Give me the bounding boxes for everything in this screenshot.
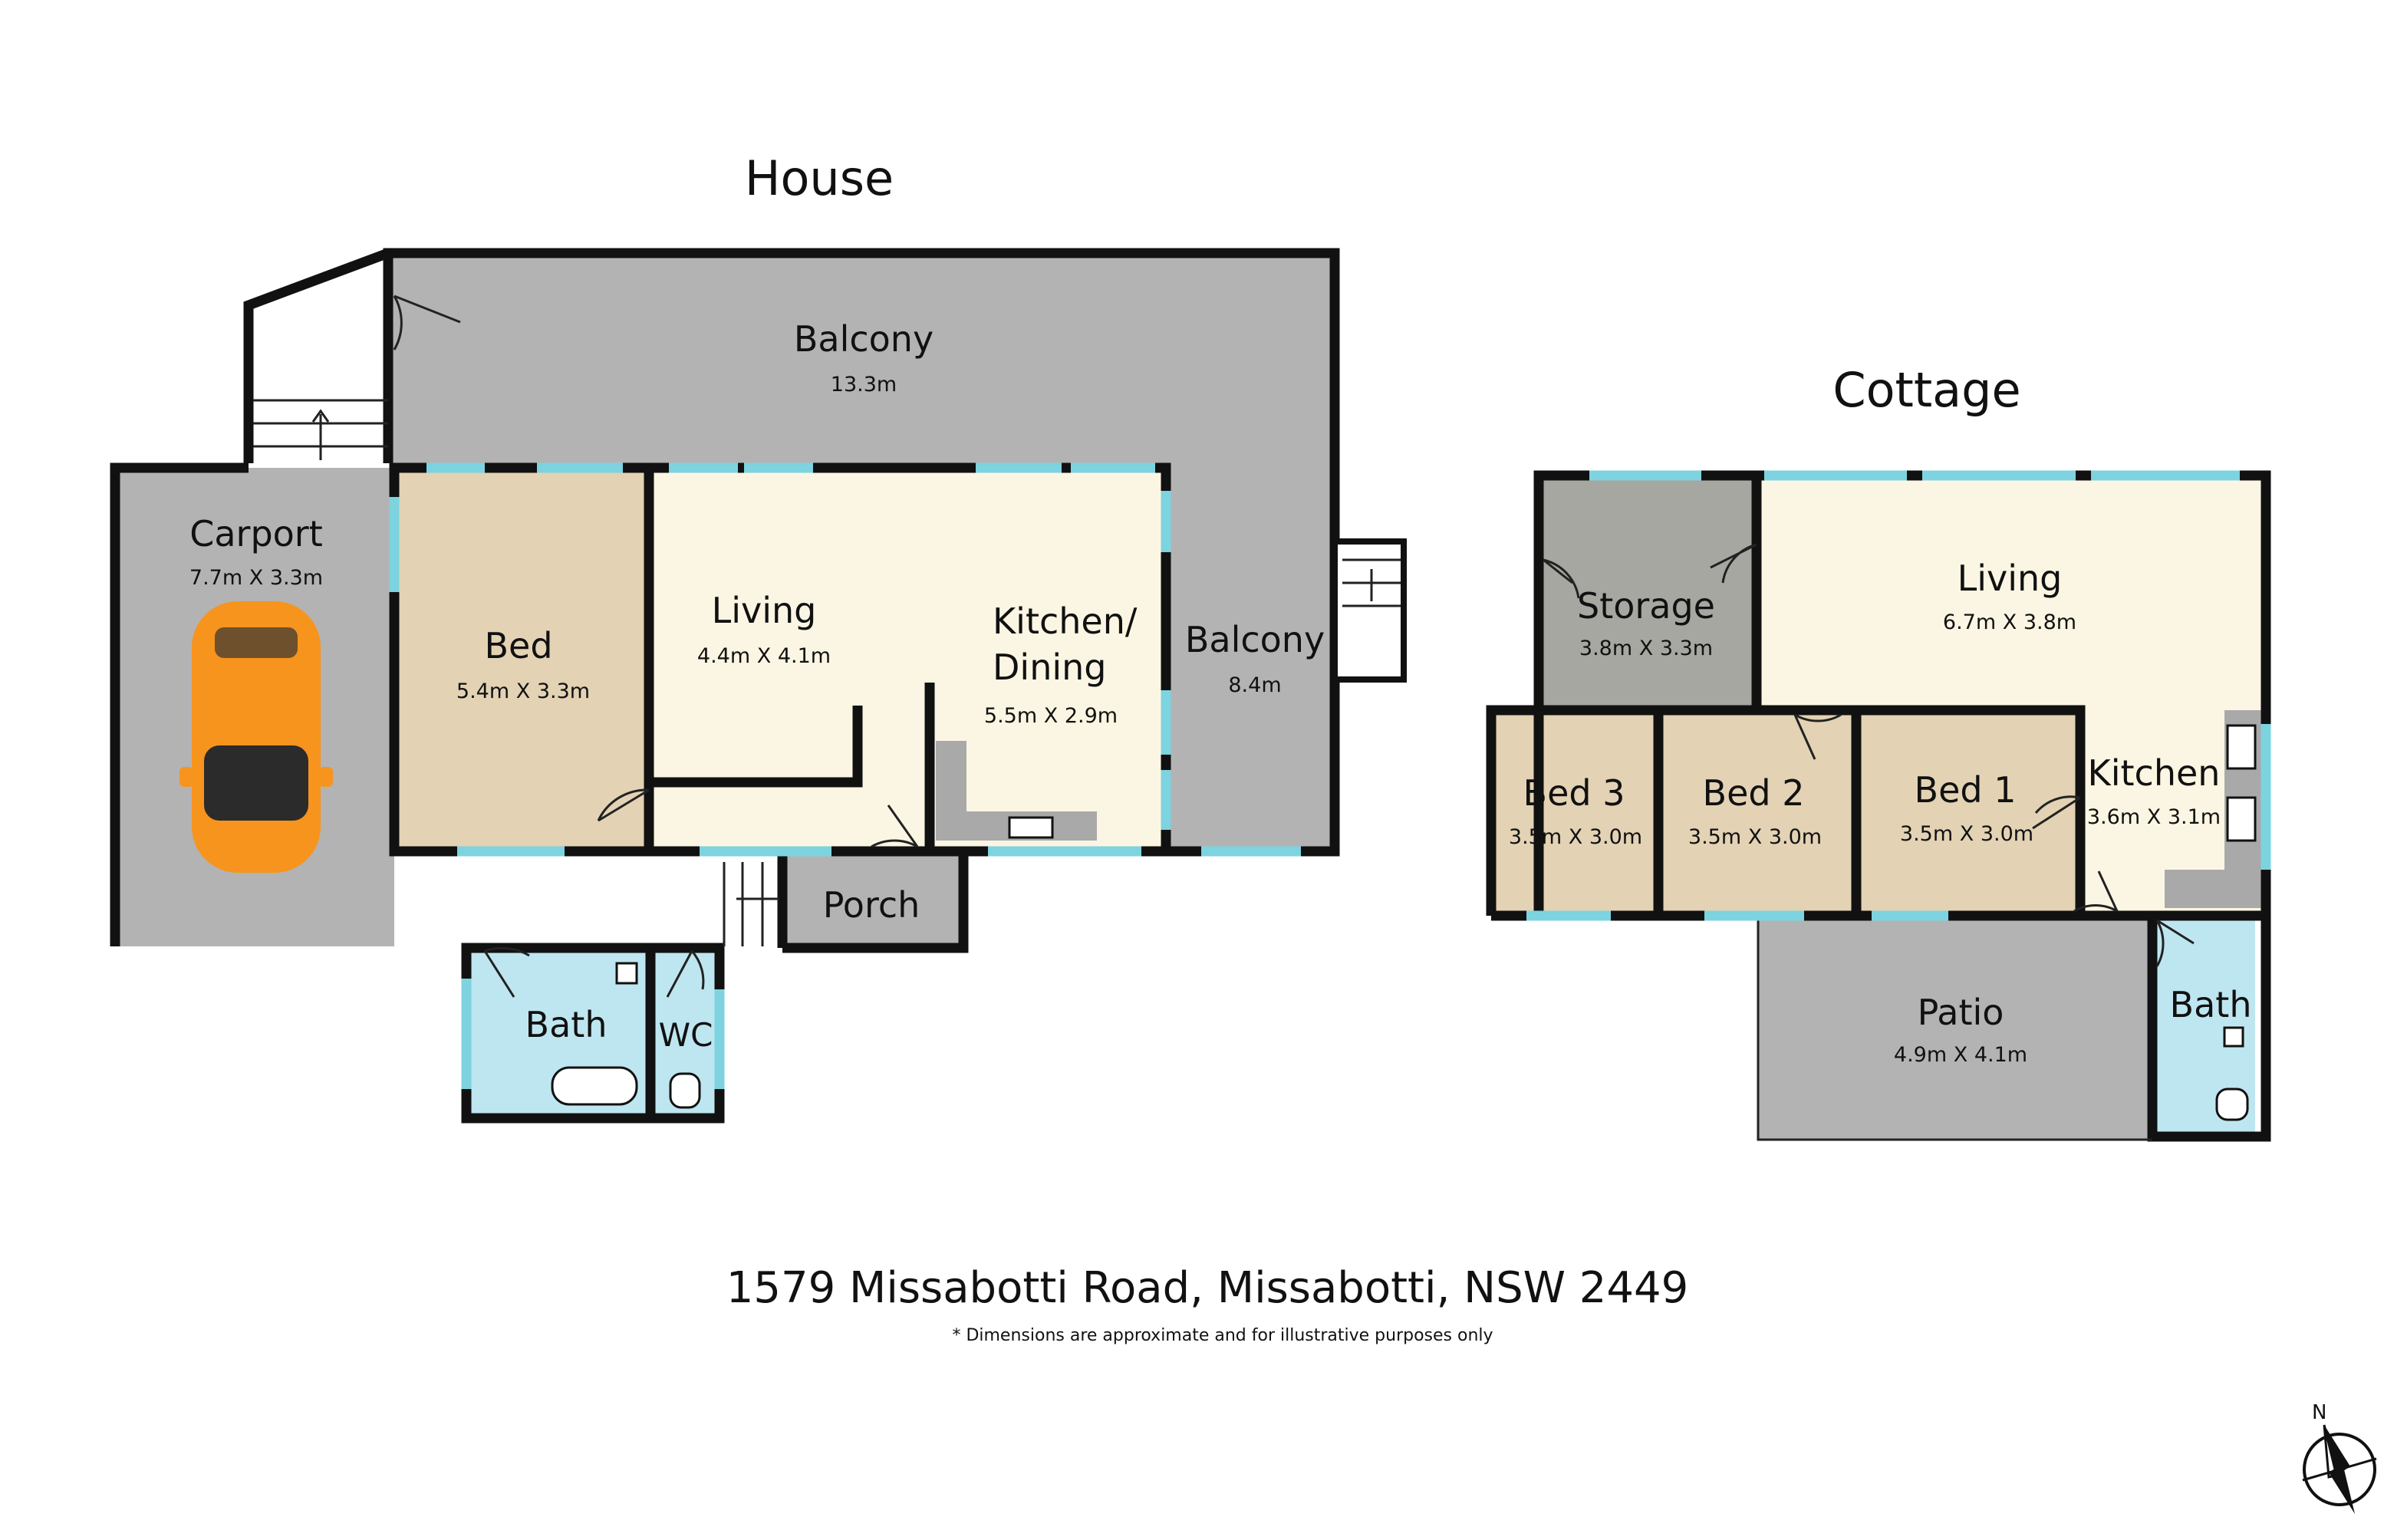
cottage-bed1-area xyxy=(1859,715,2076,913)
bed-dim: 5.4m X 3.3m xyxy=(456,680,590,703)
balcony-top-dim: 13.3m xyxy=(831,373,897,397)
address: 1579 Missabotti Road, Missabotti, NSW 24… xyxy=(726,1263,1689,1313)
cottage-kitchen-label: Kitchen xyxy=(2088,752,2221,794)
cottage-storage-dim: 3.8m X 3.3m xyxy=(1579,637,1713,660)
kitchen-label-line2: Dining xyxy=(993,647,1107,688)
balcony-side-dim: 8.4m xyxy=(1228,673,1281,697)
carport-dim: 7.7m X 3.3m xyxy=(189,566,323,590)
cottage-living-dim: 6.7m X 3.8m xyxy=(1943,610,2076,634)
house-heading: House xyxy=(745,150,894,206)
cottage-patio-label: Patio xyxy=(1918,992,2004,1033)
kitchen-counter xyxy=(936,741,1097,841)
bed-area xyxy=(394,471,649,847)
cottage-bed3-area xyxy=(1496,715,1657,913)
cottage-windows xyxy=(1526,470,2271,921)
compass-north-label: N xyxy=(2312,1401,2326,1424)
house-bath-label: Bath xyxy=(525,1004,608,1045)
toilet-icon xyxy=(669,1072,701,1109)
cottage-stove-icon xyxy=(2226,724,2257,770)
cottage-storage-label: Storage xyxy=(1577,585,1715,627)
basin-icon xyxy=(615,962,638,985)
disclaimer: * Dimensions are approximate and for ill… xyxy=(952,1326,1493,1345)
cottage-bath-label: Bath xyxy=(2170,984,2252,1025)
entry-stairs xyxy=(253,399,779,946)
cottage-living-area xyxy=(1758,480,2261,710)
kitchen-dim: 5.5m X 2.9m xyxy=(984,704,1118,728)
balcony-side-label: Balcony xyxy=(1185,619,1325,660)
living-dim: 4.4m X 4.1m xyxy=(697,644,831,668)
sink-icon xyxy=(1008,816,1054,839)
side-stairs xyxy=(1332,538,1407,683)
cottage-bed1-dim: 3.5m X 3.0m xyxy=(1900,822,2033,846)
house-doors xyxy=(393,295,919,998)
entry-stair-area xyxy=(249,253,388,463)
cottage-living-label: Living xyxy=(1958,558,2063,599)
cottage-bed1-label: Bed 1 xyxy=(1915,769,2017,811)
wc-label: WC xyxy=(659,1016,713,1054)
living-label: Living xyxy=(712,590,817,631)
bathtub-icon xyxy=(551,1066,638,1106)
cottage-plan: Cottage Storage 3.8m X 3.3m Living 6.7m … xyxy=(1486,362,2271,1142)
house-windows xyxy=(389,462,1301,1089)
cottage-doors xyxy=(1543,543,2195,967)
cottage-kitchen-dim: 3.6m X 3.1m xyxy=(2087,805,2221,829)
cottage-bed2-label: Bed 2 xyxy=(1703,772,1805,814)
car-icon xyxy=(179,601,333,873)
cottage-patio-area xyxy=(1758,917,2149,1140)
cottage-heading: Cottage xyxy=(1832,362,2020,418)
balcony-area xyxy=(388,253,1335,851)
cottage-patio-dim: 4.9m X 4.1m xyxy=(1894,1043,2027,1067)
porch-area xyxy=(782,853,963,948)
cottage-bed3-dim: 3.5m X 3.0m xyxy=(1509,825,1642,849)
cottage-bed2-area xyxy=(1661,715,1855,913)
kitchen-label-line1: Kitchen/ xyxy=(993,601,1138,642)
house-plan: House Balcony 13.3m Carport 7.7m X 3.3m … xyxy=(110,150,1407,1124)
cottage-bed2-dim: 3.5m X 3.0m xyxy=(1688,825,1822,849)
porch-label: Porch xyxy=(823,884,920,926)
balcony-top-label: Balcony xyxy=(794,318,934,360)
carport-label: Carport xyxy=(189,513,323,554)
cottage-bed3-label: Bed 3 xyxy=(1523,772,1625,814)
cottage-sink-icon xyxy=(2226,796,2257,842)
north-compass-icon: N xyxy=(2302,1401,2377,1514)
bed-label: Bed xyxy=(484,625,552,666)
cottage-toilet-icon xyxy=(2215,1088,2249,1121)
cottage-basin-icon xyxy=(2223,1026,2244,1048)
